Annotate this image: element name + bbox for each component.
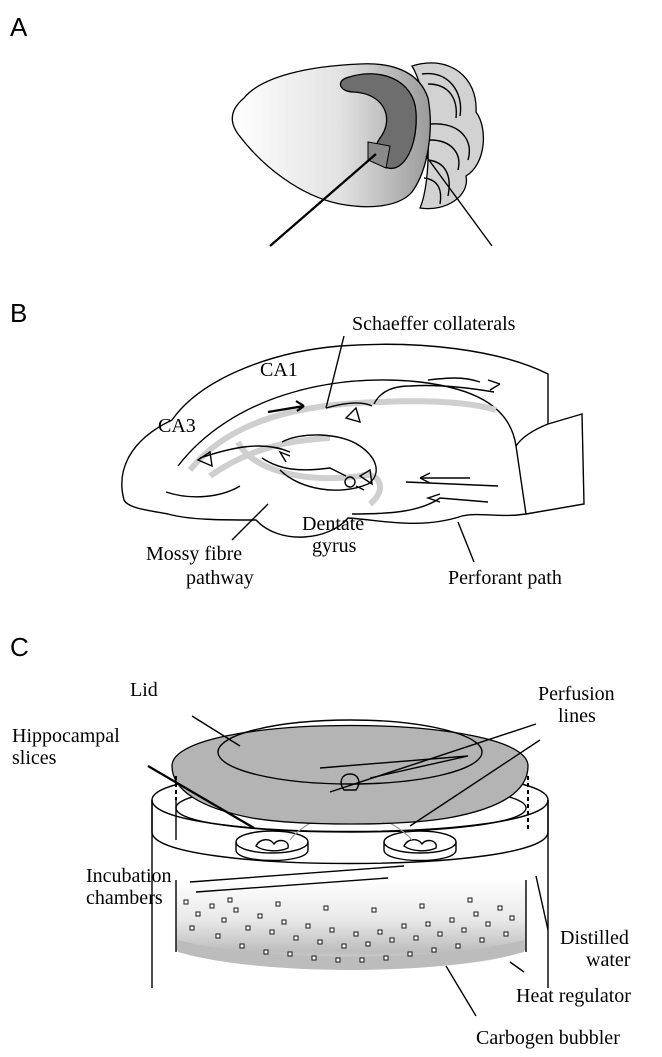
- label-perfusion-line1: Perfusion: [538, 683, 615, 705]
- panel-b-letter: B: [10, 298, 27, 328]
- carbogen-leader: [446, 966, 476, 1016]
- label-perforant-path: Perforant path: [448, 567, 562, 589]
- label-mossy-line1: Mossy fibre: [146, 543, 242, 565]
- label-distilled-line1: Distilled: [560, 927, 629, 949]
- label-incubation-line2: chambers: [86, 887, 163, 909]
- label-carbogen-bubbler: Carbogen bubbler: [476, 1027, 620, 1049]
- label-schaeffer-collaterals: Schaeffer collaterals: [352, 313, 516, 335]
- label-dentate-line1: Dentate: [302, 513, 364, 535]
- panel-b: B: [10, 298, 584, 589]
- label-hippocampal-line2: slices: [12, 747, 57, 769]
- label-perfusion-line2: lines: [558, 705, 596, 727]
- label-lid: Lid: [130, 679, 158, 701]
- distilled-leader: [536, 876, 548, 930]
- brain-drawing: [232, 63, 492, 246]
- perforant-leader: [458, 522, 474, 562]
- panel-c-letter: C: [10, 632, 29, 662]
- panel-a-letter: A: [10, 12, 28, 42]
- panel-c: C: [10, 632, 631, 1049]
- label-heat-regulator: Heat regulator: [516, 985, 631, 1007]
- panel-a: A: [10, 12, 492, 246]
- heat-leader: [510, 962, 524, 972]
- label-incubation-line1: Incubation: [86, 865, 172, 887]
- label-ca3: CA3: [158, 415, 196, 437]
- label-hippocampal-line1: Hippocampal: [12, 725, 120, 747]
- label-distilled-line2: water: [586, 949, 631, 971]
- label-mossy-line2: pathway: [186, 567, 254, 589]
- incubation-apparatus: [148, 716, 548, 1016]
- label-dentate-line2: gyrus: [312, 535, 357, 557]
- lid: [172, 726, 528, 825]
- label-ca1: CA1: [260, 359, 298, 381]
